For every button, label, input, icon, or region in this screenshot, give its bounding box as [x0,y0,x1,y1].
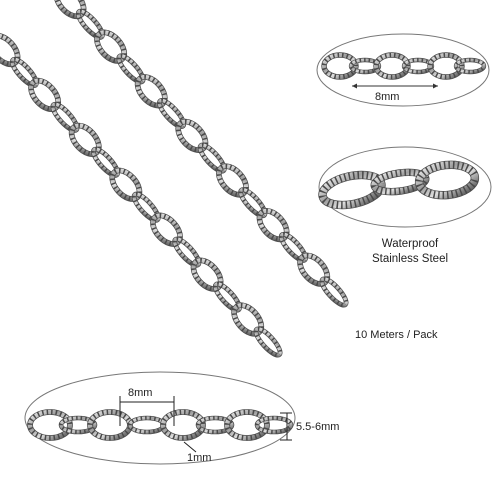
caption-stainless-steel: Stainless Steel [371,253,449,265]
chain-link [50,101,80,133]
height-label: 5.5-6mm [296,421,340,433]
detail-oval-top [316,33,490,107]
chain-link [0,32,21,68]
chain-link [453,57,487,75]
wire-pointer-line [183,441,197,453]
chain-link [28,77,62,113]
chain-link [348,57,382,75]
detail-oval-middle [318,146,492,228]
chain-link [53,0,87,20]
caption-waterproof: Waterproof [381,238,439,250]
chain-link [134,74,168,109]
chain-strand-left [0,32,283,358]
chain-link [297,252,331,287]
chain-link [370,168,430,196]
chain-link [231,302,265,337]
chain-link [58,415,98,435]
chain-link [160,409,206,441]
chain-link [256,208,290,243]
chain-link [175,118,209,153]
pack-quantity: 10 Meters / Pack [355,329,438,341]
chain-link [321,52,359,80]
chain-link [150,212,183,247]
chain-link [197,142,227,174]
chain-strand-right [53,0,349,308]
chain-link [91,146,121,178]
chain-link [109,167,143,202]
chain-link [131,191,161,223]
chain-link [373,52,411,80]
chain-link [195,415,235,435]
chain-link [278,231,308,263]
chain-link [253,326,283,358]
chain-link [172,236,202,268]
chain-link [157,98,187,130]
chain-link [212,281,242,313]
chain-link [75,8,105,40]
detail-oval-bottom [24,371,296,465]
chain-link [319,276,349,308]
wire-label: 1mm [187,452,212,464]
length-label: 8mm [128,387,153,399]
chain-link [94,29,128,64]
chain-link [254,415,294,435]
chain-link [224,409,270,441]
chain-link [427,52,465,80]
chain-link [9,56,39,88]
chain-link [216,163,249,198]
chain-link [238,187,268,219]
chain-link [68,122,102,157]
chain-link [190,257,224,292]
chain-link [414,160,480,200]
chain-link [27,409,73,441]
chain-link [116,53,146,85]
dimension-label-top: 8mm [375,91,400,103]
chain-link [318,170,386,210]
